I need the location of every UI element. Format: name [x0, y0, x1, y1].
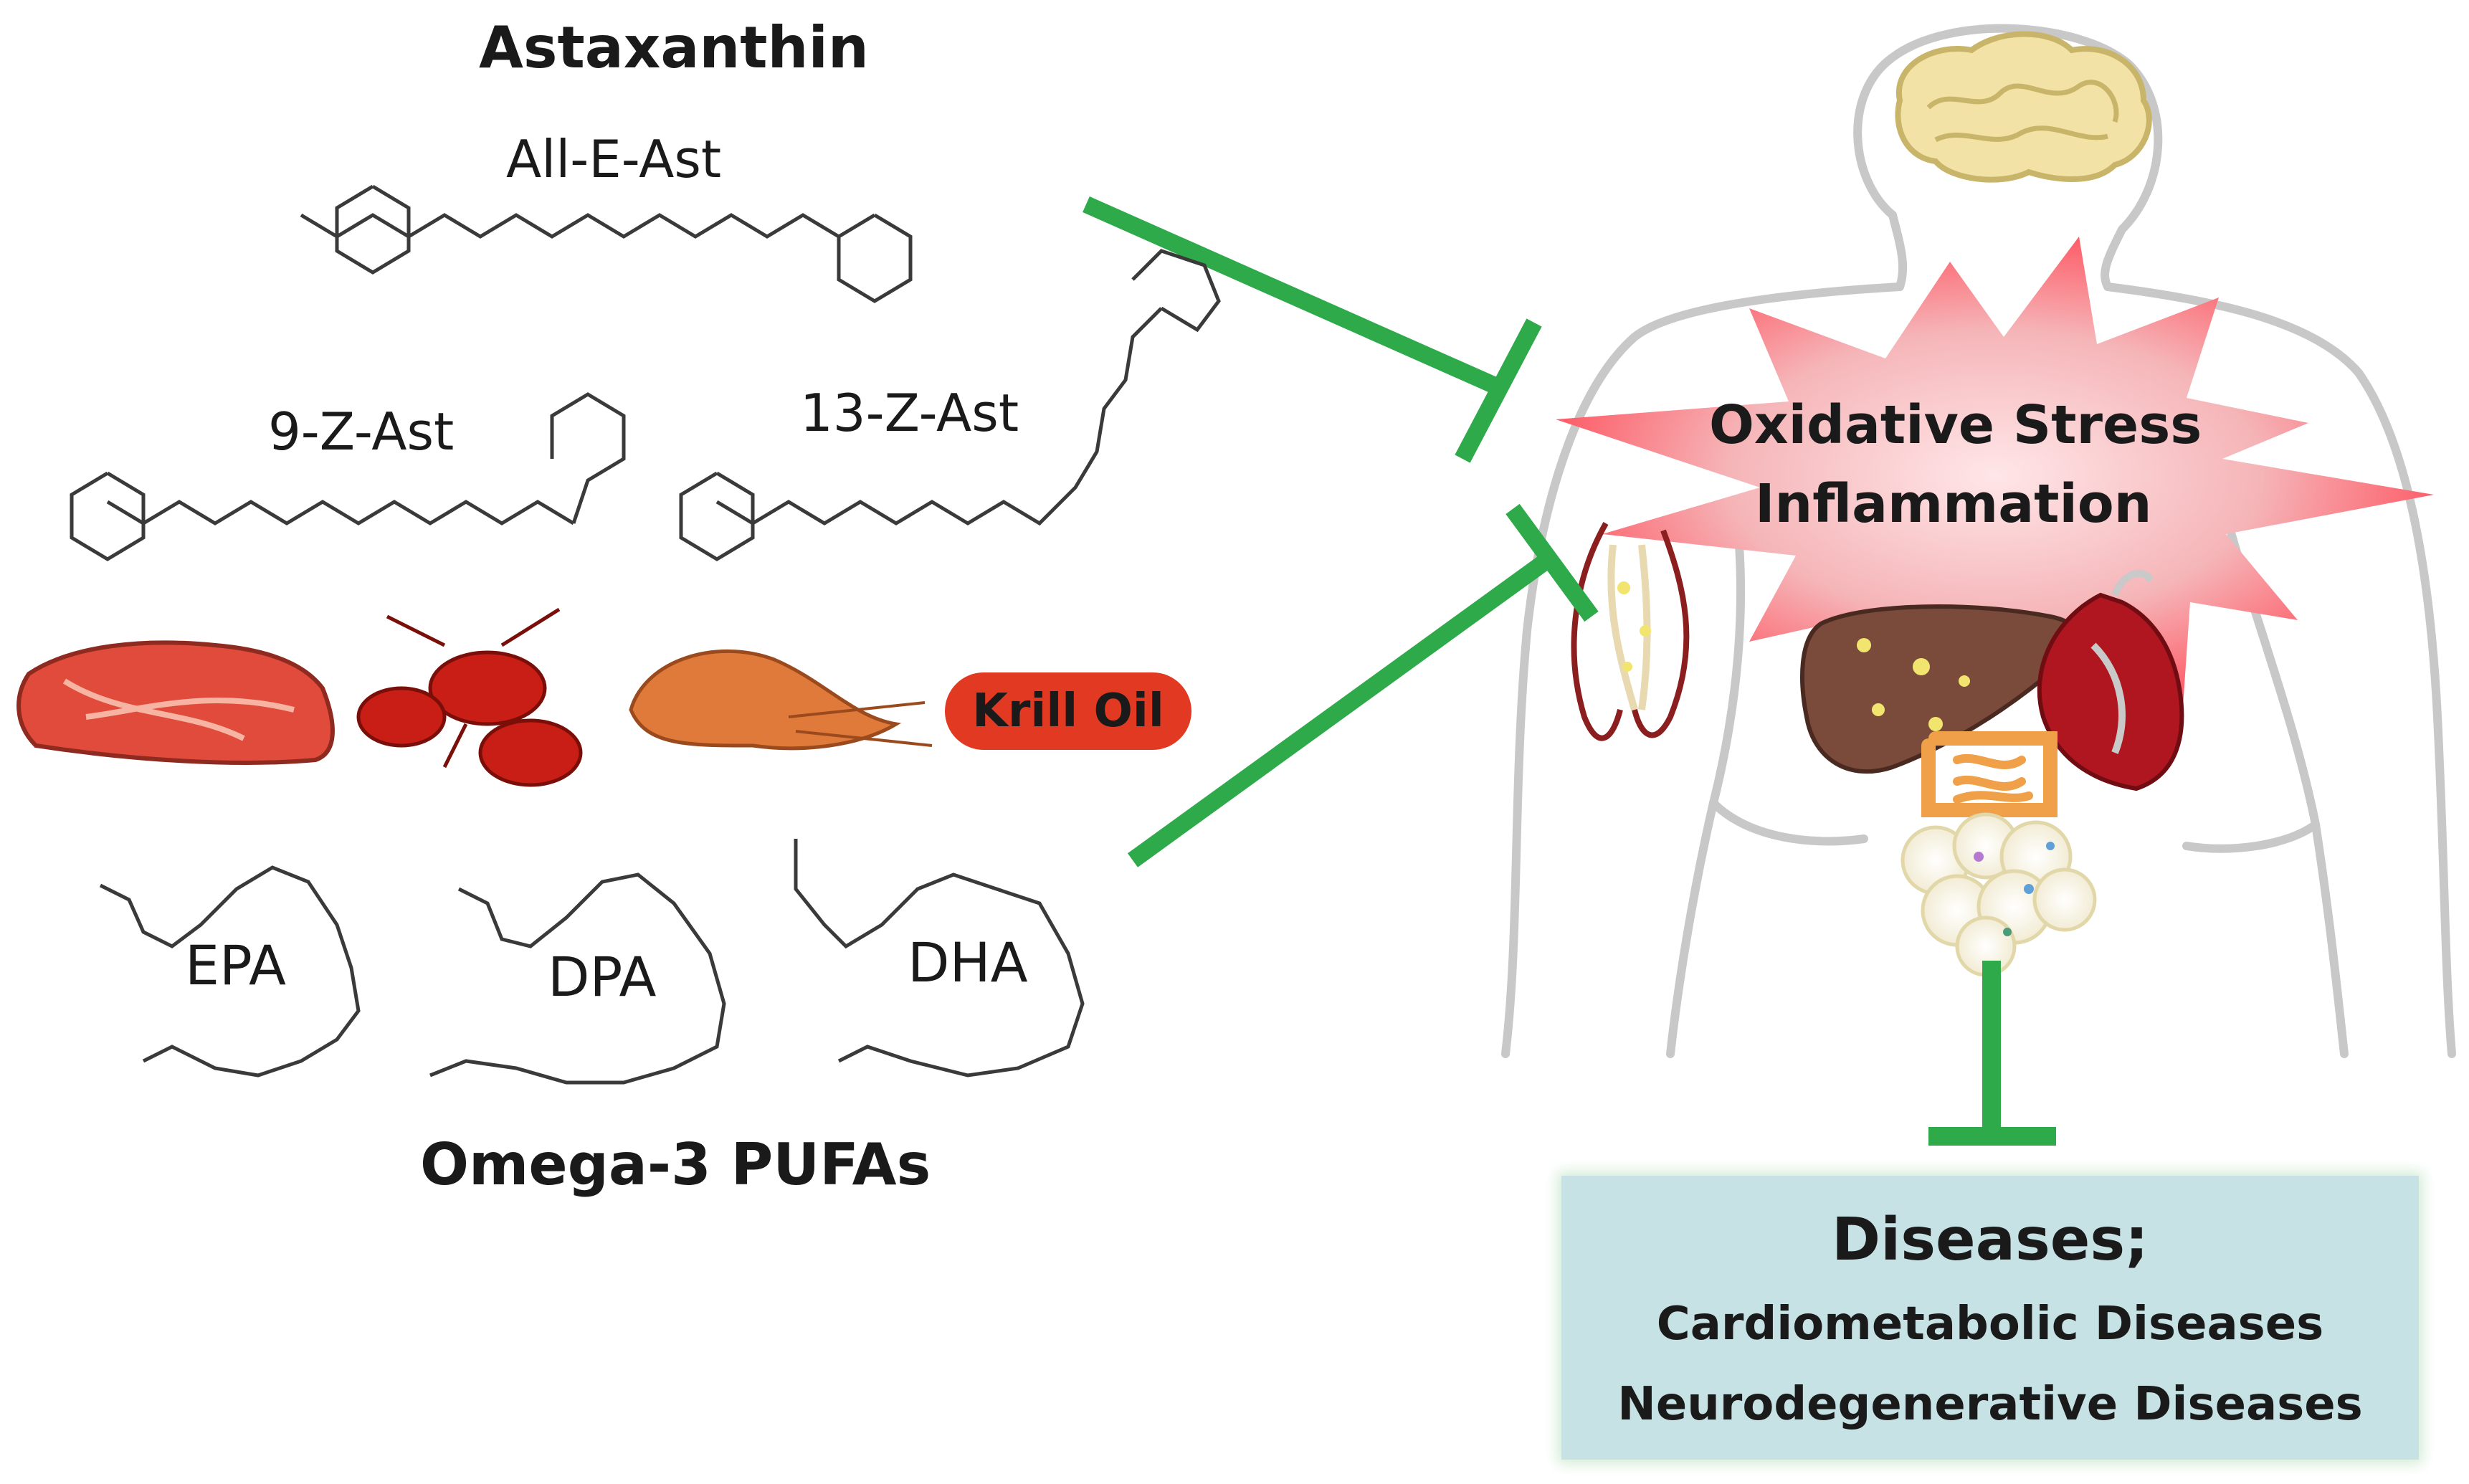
inhibit-arrow-astaxanthin	[1083, 196, 1542, 463]
burst-label-inflammation: Inflammation	[1755, 473, 2152, 535]
isomer-label-9-z: 9-Z-Ast	[268, 401, 455, 462]
brain-icon	[1895, 31, 2152, 183]
diseases-heading: Diseases;	[1832, 1206, 2149, 1274]
pufa-label-dha: DHA	[908, 931, 1028, 994]
salmon-icon	[16, 640, 335, 765]
pufa-label-epa: EPA	[185, 933, 286, 997]
inflammation-burst-icon	[1556, 237, 2434, 713]
isomer-label-13-z: 13-Z-Ast	[800, 383, 1019, 443]
astaxanthin-title: Astaxanthin	[479, 14, 869, 81]
disease-item-neurodegenerative: Neurodegenerative Diseases	[1617, 1378, 2363, 1431]
diseases-box: Diseases; Cardiometabolic Diseases Neuro…	[1561, 1176, 2419, 1460]
heart-icon	[2037, 569, 2184, 791]
molecule-structure-icon	[70, 184, 1221, 561]
inhibit-arrow-diseases	[1928, 961, 2056, 1146]
liver-icon	[1800, 604, 2080, 774]
isomer-label-all-e: All-E-Ast	[506, 129, 722, 189]
intestine-icon	[1921, 731, 2058, 817]
shrimp-icon	[629, 650, 933, 751]
disease-item-cardiometabolic: Cardiometabolic Diseases	[1656, 1298, 2324, 1351]
adipose-tissue-icon	[1900, 812, 2097, 977]
lobster-icon	[356, 607, 583, 787]
inhibit-arrow-omega3	[1127, 503, 1599, 867]
pufa-label-dpa: DPA	[548, 945, 657, 1009]
pufa-structure-icon	[99, 839, 1085, 1085]
muscle-icon	[1571, 522, 1690, 741]
omega3-title: Omega-3 PUFAs	[420, 1131, 931, 1198]
burst-label-oxidative-stress: Oxidative Stress	[1709, 394, 2202, 456]
krill-oil-badge: Krill Oil	[945, 672, 1191, 750]
